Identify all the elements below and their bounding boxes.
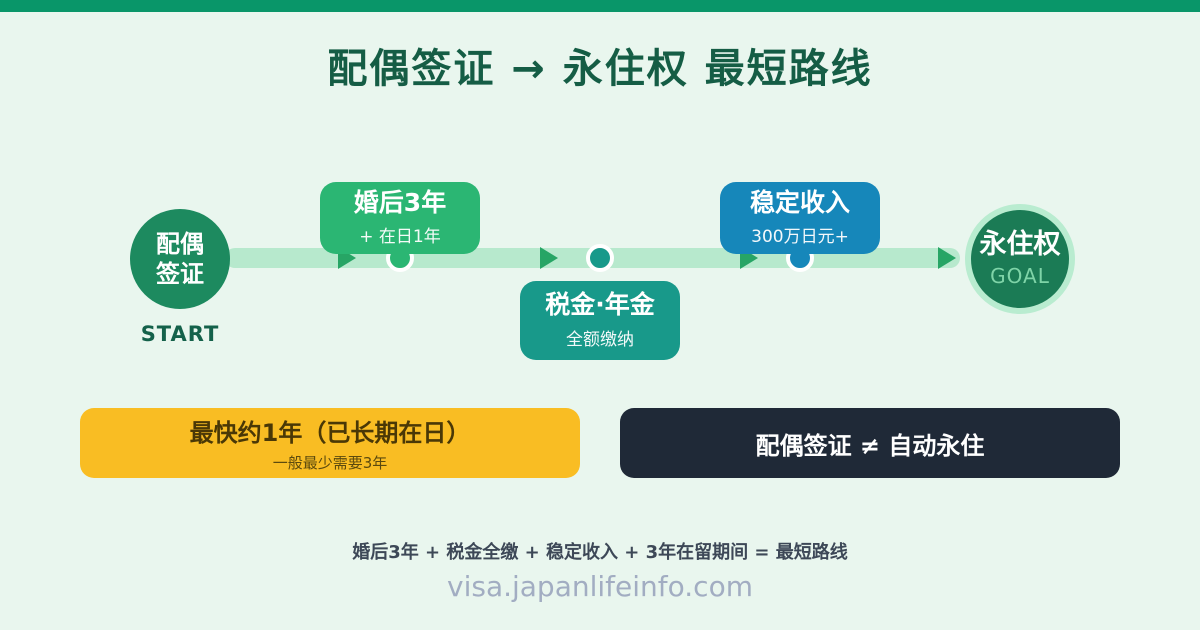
milestone-subtitle: 全额缴纳 — [566, 329, 634, 350]
start-caption: START — [140, 322, 220, 346]
milestone-card-income: 稳定收入 300万日元+ — [720, 182, 880, 254]
milestone-title: 稳定收入 — [749, 187, 850, 217]
milestone-subtitle: 300万日元+ — [751, 227, 849, 248]
top-accent-bar — [0, 0, 1200, 12]
milestone-node — [586, 244, 614, 272]
milestone-card-marriage: 婚后3年 + 在日1年 — [320, 182, 480, 254]
arrow-right-icon — [938, 247, 956, 269]
milestone-title: 婚后3年 — [353, 187, 447, 217]
start-label-line2: 签证 — [156, 260, 204, 288]
milestone-subtitle: + 在日1年 — [359, 227, 441, 248]
goal-label: 永住权 — [979, 229, 1061, 261]
milestone-title: 税金·年金 — [545, 290, 655, 320]
start-node: 配偶 签证 — [130, 209, 230, 309]
site-url: visa.japanlifeinfo.com — [447, 570, 753, 603]
page-title: 配偶签证 → 永住权 最短路线 — [327, 46, 873, 92]
banner-title: 最快约1年（已长期在日） — [189, 419, 471, 447]
banner-warning: 配偶签证 ≠ 自动永住 — [620, 408, 1120, 478]
arrow-right-icon — [540, 247, 558, 269]
banner-fastest-time: 最快约1年（已长期在日） 一般最少需要3年 — [80, 408, 580, 478]
banner-subtitle: 一般最少需要3年 — [272, 454, 388, 472]
goal-node: 永住权 GOAL — [965, 204, 1075, 314]
goal-caption: GOAL — [990, 263, 1050, 288]
milestone-card-tax: 税金·年金 全额缴纳 — [520, 281, 680, 360]
formula-summary: 婚后3年 + 税金全缴 + 稳定收入 + 3年在留期间 = 最短路线 — [352, 542, 848, 563]
start-label-line1: 配偶 — [156, 230, 204, 258]
banner-title: 配偶签证 ≠ 自动永住 — [755, 431, 985, 460]
